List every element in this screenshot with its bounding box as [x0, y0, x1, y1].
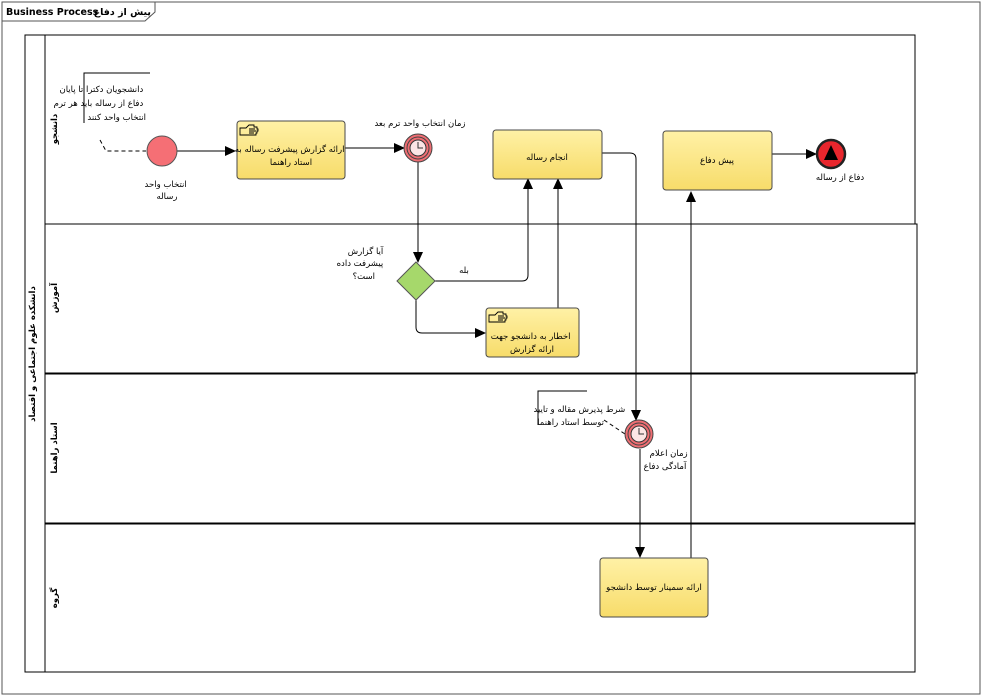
task-seminar[interactable]: ارائه سمینار توسط دانشجو	[599, 557, 709, 618]
pool-label: دانشکده علوم اجتماعی و اقتصاد	[28, 286, 38, 422]
lane-education[interactable]: آموزش	[44, 223, 918, 374]
svg-text:آیا گزارش پیشرفت داده: آیا گزارش پیشرفت داده است؟	[337, 245, 386, 282]
task-report-line2: استاد راهنما	[270, 158, 312, 168]
task-predefense-label: پیش دفاع	[700, 156, 735, 166]
task-predefense[interactable]: پیش دفاع	[662, 130, 773, 191]
lane-supervisor[interactable]: استاد راهنما	[44, 373, 916, 524]
end-event-label: دفاع از رساله	[816, 173, 865, 183]
lane-label-supervisor: استاد راهنما	[50, 422, 60, 473]
lane-student[interactable]: دانشجو	[44, 34, 916, 225]
annotation1-line1: دانشجویان دکترا تا پایان	[59, 85, 143, 95]
lane-label-group: گروه	[49, 588, 60, 609]
lane-label-student: دانشجو	[50, 113, 60, 145]
timer-ready-label-line2: آمادگی دفاع	[644, 460, 687, 472]
start-event-label-line2: رساله	[157, 192, 178, 202]
flow-gateway-to-notify	[415, 300, 486, 338]
annotation-paper-acceptance[interactable]: شرط پذیرش مقاله و تایید توسط استاد راهنم…	[534, 390, 629, 435]
exclusive-gateway[interactable]: آیا گزارش پیشرفت داده است؟ بله	[337, 245, 469, 301]
svg-text:شرط پذیرش مقاله و تایید: شرط پذیرش مقاله و تایید توسط استاد راهنم…	[534, 405, 629, 428]
svg-text:اخطار به دانشجو جهت ارائ: اخطار به دانشجو جهت ارائه گزارش	[491, 332, 574, 355]
svg-text:انتخاب واحد رساله: انتخاب واحد رساله	[145, 180, 190, 202]
manual-task-icon	[239, 124, 259, 136]
pool[interactable]: دانشکده علوم اجتماعی و اقتصاد	[24, 34, 46, 673]
task-notify-line1: اخطار به دانشجو جهت	[491, 332, 571, 342]
svg-text:ارائه گزارش پیشرفت رساله به: ارائه گزارش پیشرفت رساله به استاد راهنما	[235, 144, 347, 168]
title-english: Business Process	[6, 7, 99, 18]
escalation-icon	[824, 145, 838, 160]
annotation2-association	[603, 419, 626, 435]
gateway-label-line3: است؟	[353, 272, 375, 282]
task-thesis[interactable]: انجام رساله	[492, 129, 603, 180]
gateway-label-line2: پیشرفت داده	[337, 259, 384, 269]
flow-gateway-yes-to-thesis	[435, 178, 533, 282]
annotation-credit-rule[interactable]: دانشجویان دکترا تا پایان دفاع از رساله ب…	[54, 72, 150, 152]
end-event[interactable]: دفاع از رساله	[815, 138, 865, 183]
timer-term-label: زمان انتخاب واحد ترم بعد	[374, 119, 465, 129]
diagram-title-tab: Business Process پیش از دفاع	[1, 1, 156, 22]
annotation2-line2: توسط استاد راهنما	[537, 418, 604, 428]
gateway-yes-label: بله	[459, 266, 469, 276]
timer-event-term[interactable]: زمان انتخاب واحد ترم بعد	[374, 119, 466, 163]
start-event[interactable]: انتخاب واحد رساله	[145, 135, 190, 202]
timer-ready-label-line1: زمان اعلام	[650, 449, 688, 459]
start-event-label-line1: انتخاب واحد	[145, 180, 187, 190]
task-progress-report[interactable]: ارائه گزارش پیشرفت رساله به استاد راهنما	[235, 120, 347, 180]
flow-thesis-to-timer2	[602, 152, 641, 421]
svg-text:دانشجویان دکترا تا پایان: دانشجویان دکترا تا پایان دفاع از رساله ب…	[54, 85, 146, 123]
task-report-line1: ارائه گزارش پیشرفت رساله به	[235, 144, 345, 155]
manual-task-icon	[488, 311, 508, 323]
lane-group[interactable]: گروه	[44, 523, 916, 673]
annotation1-line3: انتخاب واحد کنند	[87, 113, 146, 123]
gateway-label-line1: آیا گزارش	[348, 245, 384, 257]
sequence-flows	[177, 143, 817, 558]
title-persian: پیش از دفاع	[94, 7, 151, 18]
task-seminar-label: ارائه سمینار توسط دانشجو	[605, 583, 702, 593]
lane-label-education: آموزش	[48, 282, 60, 313]
task-thesis-label: انجام رساله	[526, 153, 568, 163]
timer-event-defense-ready[interactable]: زمان اعلام آمادگی دفاع	[624, 419, 691, 472]
svg-text:زمان اعلام آمادگی دفاع: زمان اعلام آمادگی دفاع	[644, 449, 691, 472]
task-notify-line2: ارائه گزارش	[510, 344, 554, 355]
annotation1-line2: دفاع از رساله باید هر ترم	[54, 99, 144, 109]
annotation2-line1: شرط پذیرش مقاله و تایید	[534, 405, 626, 415]
task-notify-student[interactable]: اخطار به دانشجو جهت ارائه گزارش	[485, 307, 580, 358]
